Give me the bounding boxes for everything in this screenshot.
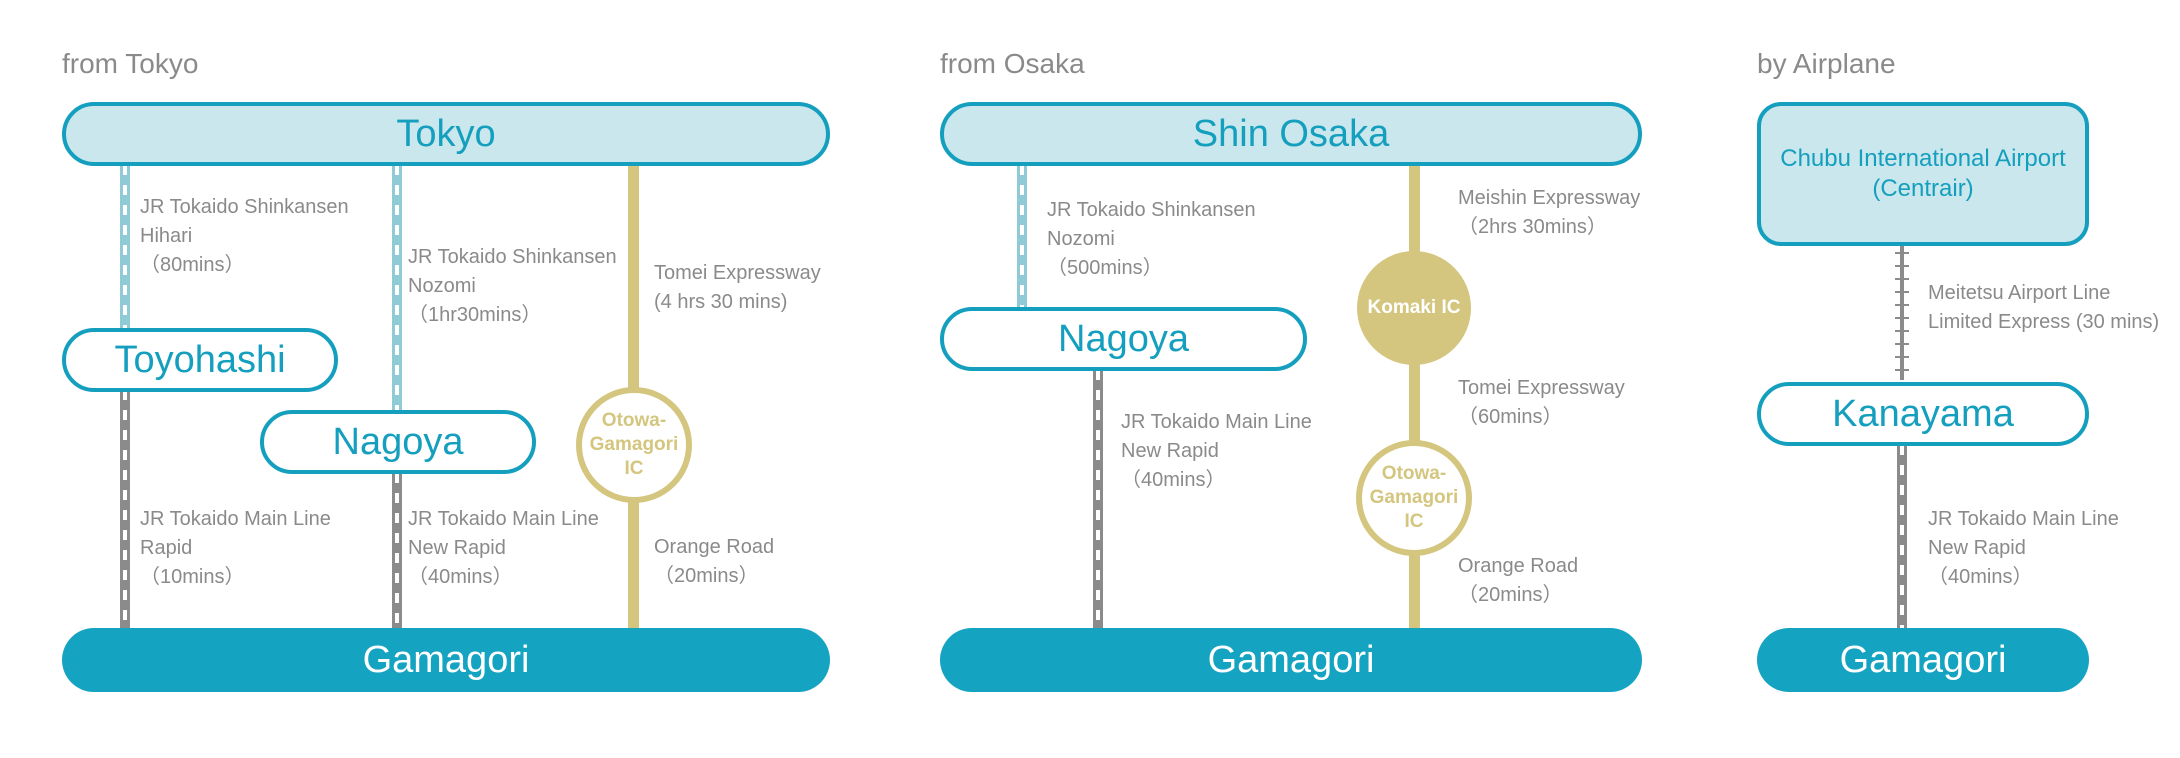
meitetsu-airport-line xyxy=(1900,245,1904,380)
route-duration: （80mins） xyxy=(140,254,245,276)
tokyo-main-rapid-route-label: JR Tokaido Main Line Rapid （10mins） xyxy=(140,505,331,592)
airport-name: Chubu International Airport xyxy=(1780,145,2066,172)
route-duration: (4 hrs 30 mins) xyxy=(654,291,788,313)
osaka-nozomi-line xyxy=(1017,165,1027,310)
tokyo-tomei-route-label: Tomei Expressway (4 hrs 30 mins) xyxy=(654,259,821,317)
route-duration: （40mins） xyxy=(1121,469,1226,491)
kanayama-station: Kanayama xyxy=(1757,382,2089,446)
osaka-orange-road-route-label: Orange Road （20mins） xyxy=(1458,552,1578,610)
ic-label-line2: IC xyxy=(624,458,644,479)
ic-label-line1: Otowa-Gamagori xyxy=(1369,463,1459,508)
route-line-name: JR Tokaido Shinkansen xyxy=(408,246,617,268)
route-line-name: Tomei Expressway xyxy=(1458,377,1625,399)
route-line-name: JR Tokaido Shinkansen xyxy=(1047,199,1256,221)
ic-label-line2: IC xyxy=(1404,511,1424,532)
tokyo-hihari-line xyxy=(120,165,130,331)
airport-alias: (Centrair) xyxy=(1872,175,1974,202)
shin-osaka-origin-station: Shin Osaka xyxy=(940,102,1642,166)
osaka-meishin-route-label: Meishin Expressway （2hrs 30mins） xyxy=(1458,184,1640,242)
tokyo-main-new-rapid-route-label: JR Tokaido Main Line New Rapid （40mins） xyxy=(408,505,599,592)
route-service: Nozomi xyxy=(1047,228,1115,250)
route-line-name: JR Tokaido Main Line xyxy=(1928,508,2119,530)
tokyo-main-new-rapid-line xyxy=(392,473,402,630)
osaka-gamagori-destination: Gamagori xyxy=(940,628,1642,692)
route-line-name: JR Tokaido Main Line xyxy=(1121,411,1312,433)
osaka-main-new-rapid-route-label: JR Tokaido Main Line New Rapid （40mins） xyxy=(1121,408,1312,495)
route-line-name: JR Tokaido Shinkansen xyxy=(140,196,349,218)
tokyo-orange-road-route-label: Orange Road （20mins） xyxy=(654,533,774,591)
tokyo-heading: from Tokyo xyxy=(62,48,199,79)
route-service: Nozomi xyxy=(408,275,476,297)
toyohashi-station: Toyohashi xyxy=(62,328,338,392)
osaka-main-new-rapid-line xyxy=(1093,370,1103,630)
osaka-tomei-route-label: Tomei Expressway （60mins） xyxy=(1458,374,1625,432)
route-line-name: JR Tokaido Main Line xyxy=(140,508,331,530)
route-line-name: Orange Road xyxy=(1458,555,1579,577)
airplane-gamagori-destination: Gamagori xyxy=(1757,628,2089,692)
tokyo-otowa-gamagori-ic: Otowa-Gamagori IC xyxy=(576,387,692,503)
osaka-heading: from Osaka xyxy=(940,48,1085,79)
route-service: New Rapid xyxy=(1928,537,2026,559)
meitetsu-route-label: Meitetsu Airport Line Limited Express (3… xyxy=(1928,279,2159,337)
route-line-name: JR Tokaido Main Line xyxy=(408,508,599,530)
route-duration: （500mins） xyxy=(1047,257,1163,279)
route-duration: （2hrs 30mins） xyxy=(1458,216,1607,238)
route-service: New Rapid xyxy=(408,537,506,559)
route-service: Limited Express (30 mins) xyxy=(1928,311,2160,333)
route-service: New Rapid xyxy=(1121,440,1219,462)
airplane-heading: by Airplane xyxy=(1757,48,1896,79)
route-service: Hihari xyxy=(140,225,193,247)
osaka-otowa-gamagori-ic: Otowa-Gamagori IC xyxy=(1356,440,1472,556)
route-duration: （40mins） xyxy=(408,566,513,588)
route-duration: （60mins） xyxy=(1458,406,1563,428)
ic-label-line1: Otowa-Gamagori xyxy=(589,410,679,455)
route-duration: （10mins） xyxy=(140,566,245,588)
route-duration: （20mins） xyxy=(1458,584,1563,606)
tokyo-nagoya-station: Nagoya xyxy=(260,410,536,474)
route-line-name: Orange Road xyxy=(654,536,775,558)
tokyo-main-rapid-line xyxy=(120,390,130,630)
osaka-expressway-line xyxy=(1409,165,1420,630)
osaka-nozomi-route-label: JR Tokaido Shinkansen Nozomi （500mins） xyxy=(1047,196,1256,283)
route-duration: （40mins） xyxy=(1928,566,2033,588)
route-duration: （20mins） xyxy=(654,565,759,587)
airplane-main-new-rapid-line xyxy=(1897,445,1907,630)
tokyo-nozomi-route-label: JR Tokaido Shinkansen Nozomi （1hr30mins） xyxy=(408,243,617,330)
tokyo-hihari-route-label: JR Tokaido Shinkansen Hihari （80mins） xyxy=(140,193,349,280)
route-duration: （1hr30mins） xyxy=(408,304,542,326)
osaka-nagoya-station: Nagoya xyxy=(940,307,1307,371)
route-line-name: Tomei Expressway xyxy=(654,262,821,284)
route-line-name: Meitetsu Airport Line xyxy=(1928,282,2111,304)
route-line-name: Meishin Expressway xyxy=(1458,187,1641,209)
tokyo-nozomi-line xyxy=(392,165,402,412)
komaki-ic: Komaki IC xyxy=(1357,251,1471,365)
chubu-airport-origin: Chubu International Airport (Centrair) xyxy=(1757,102,2089,246)
airplane-main-new-rapid-route-label: JR Tokaido Main Line New Rapid （40mins） xyxy=(1928,505,2119,592)
tokyo-gamagori-destination: Gamagori xyxy=(62,628,830,692)
tokyo-origin-station: Tokyo xyxy=(62,102,830,166)
route-service: Rapid xyxy=(140,537,193,559)
